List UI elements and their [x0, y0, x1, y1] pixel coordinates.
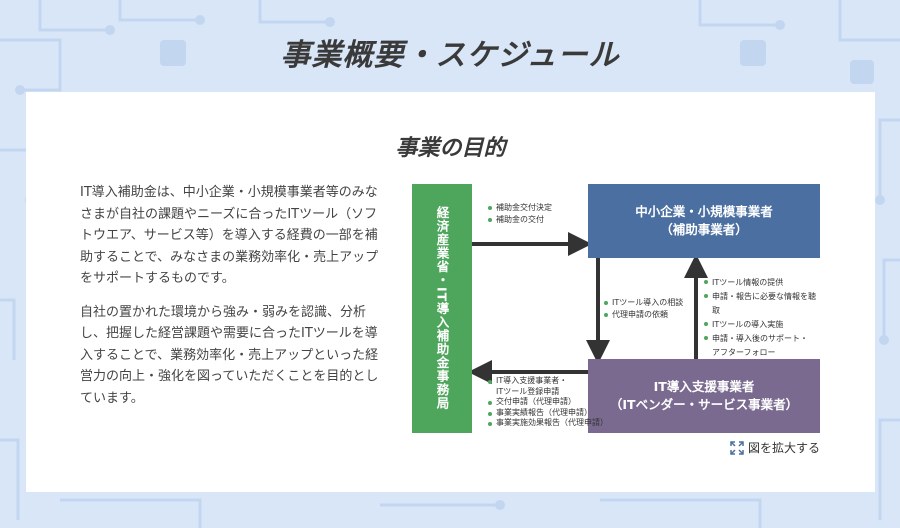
list-item: 補助金の交付 [488, 214, 552, 226]
list-item: 申請・導入後のサポート・ [704, 332, 820, 346]
list-item: 事業実績報告（代理申請） [488, 408, 608, 419]
sme-line2: （補助事業者） [660, 222, 748, 237]
section-title: 事業の目的 [395, 136, 506, 161]
description: IT導入補助金は、中小企業・小規模事業者等のみなさまが自社の課題やニーズに合った… [80, 182, 380, 409]
diagram-arrows [468, 232, 708, 384]
list-item: 事業実施効果報告（代理申請） [488, 418, 608, 429]
note-sme-to-vendor: ITツール導入の相談 代理申請の依頼 [604, 297, 683, 320]
list-item: 申請・報告に必要な情報を聴取 [704, 290, 820, 318]
list-item: ITツール導入の相談 [604, 297, 683, 309]
list-item: ITツールの導入実施 [704, 318, 820, 332]
sme-box: 中小企業・小規模事業者 （補助事業者） [588, 184, 820, 258]
vendor-line2: （ITベンダー・サービス事業者） [609, 397, 799, 412]
list-item: 補助金交付決定 [488, 202, 552, 214]
scheme-diagram: 経済産業省・IT導入補助金事務局 中小企業・小規模事業者 （補助事業者） IT導… [412, 184, 820, 434]
list-item: 代理申請の依頼 [604, 309, 683, 321]
description-paragraph-2: 自社の置かれた環境から強み・弱みを認識、分析し、把握した経営課題や需要に合ったI… [80, 304, 379, 406]
meti-label: 経済産業省・IT導入補助金事務局 [434, 206, 450, 411]
page-title: 事業概要・スケジュール [280, 38, 620, 73]
description-paragraph-1: IT導入補助金は、中小企業・小規模事業者等のみなさまが自社の課題やニーズに合った… [80, 185, 379, 286]
content-card: 事業の目的 IT導入補助金は、中小企業・小規模事業者等のみなさまが自社の課題やニ… [26, 92, 875, 492]
note-vendor-to-meti: IT導入支援事業者・ ITツール登録申請 交付申請（代理申請） 事業実績報告（代… [488, 376, 608, 429]
vendor-line1: IT導入支援事業者 [653, 379, 755, 394]
meti-office-box: 経済産業省・IT導入補助金事務局 [412, 184, 472, 433]
list-item: IT導入支援事業者・ [488, 376, 608, 387]
expand-icon [730, 440, 744, 455]
list-item: ITツール情報の提供 [704, 276, 820, 290]
vendor-box: IT導入支援事業者 （ITベンダー・サービス事業者） [588, 359, 820, 433]
list-item-continuation: アフターフォロー [712, 348, 776, 357]
note-vendor-to-sme: ITツール情報の提供 申請・報告に必要な情報を聴取 ITツールの導入実施 申請・… [704, 276, 820, 360]
sme-line1: 中小企業・小規模事業者 [635, 204, 773, 219]
list-item-continuation: ITツール登録申請 [496, 386, 560, 396]
enlarge-label: 図を拡大する [748, 441, 821, 455]
enlarge-figure-link[interactable]: 図を拡大する [730, 439, 820, 456]
note-meti-to-sme: 補助金交付決定 補助金の交付 [488, 202, 552, 225]
list-item: 交付申請（代理申請） [488, 397, 608, 408]
